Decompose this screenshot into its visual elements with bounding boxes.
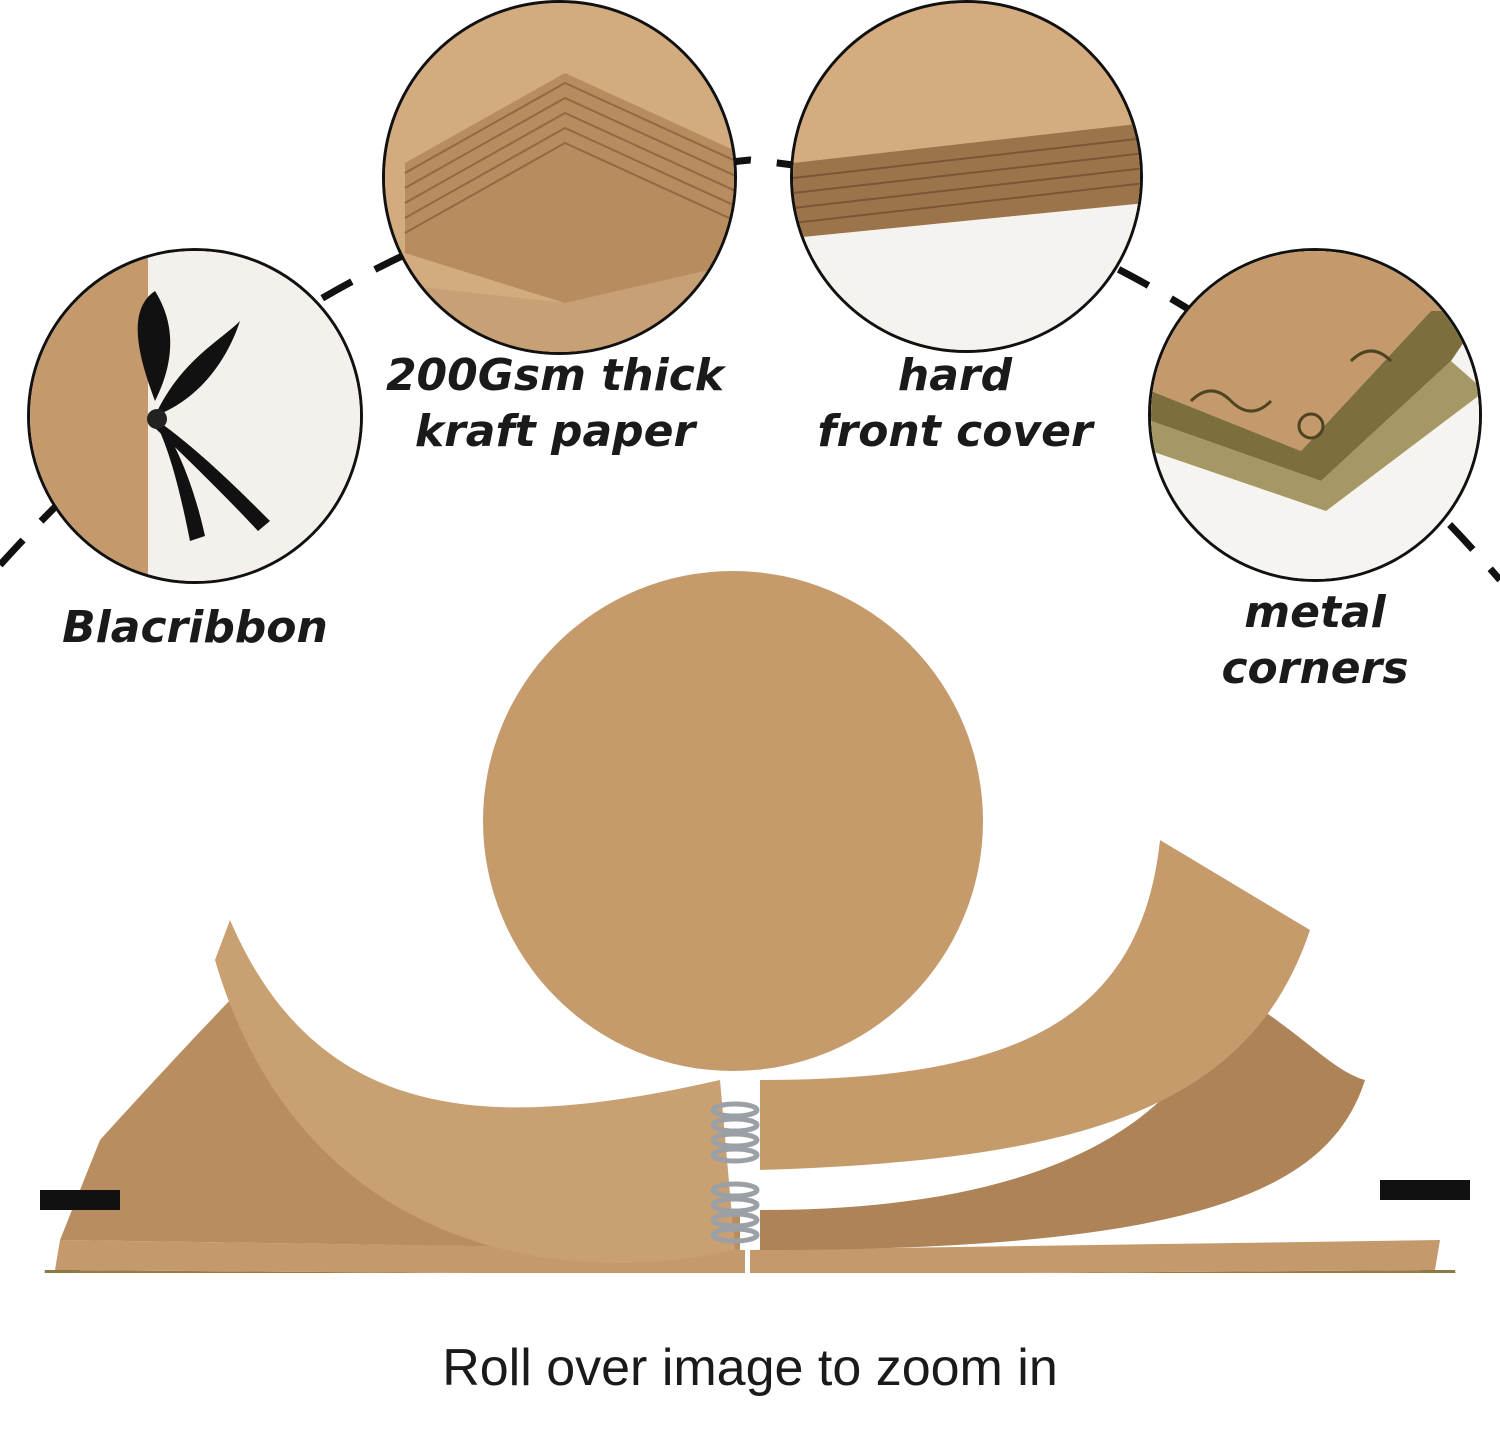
hard-cover-image (790, 0, 1143, 353)
open-album-image (40, 840, 1470, 1273)
zoom-caption: Roll over image to zoom in (442, 1339, 1058, 1397)
cover-label: hard front cover (817, 350, 1093, 457)
ribbon-closeup-image (27, 248, 363, 584)
kraft-paper-stack-image (382, 0, 737, 355)
kraft-texture-swatch (483, 571, 983, 1071)
metal-corner-image (1148, 248, 1482, 582)
ribbon-label: Blacribbon (62, 602, 328, 653)
paper-label: 200Gsm thick kraft paper (385, 350, 725, 457)
corners-label: metal corners (1221, 587, 1409, 694)
